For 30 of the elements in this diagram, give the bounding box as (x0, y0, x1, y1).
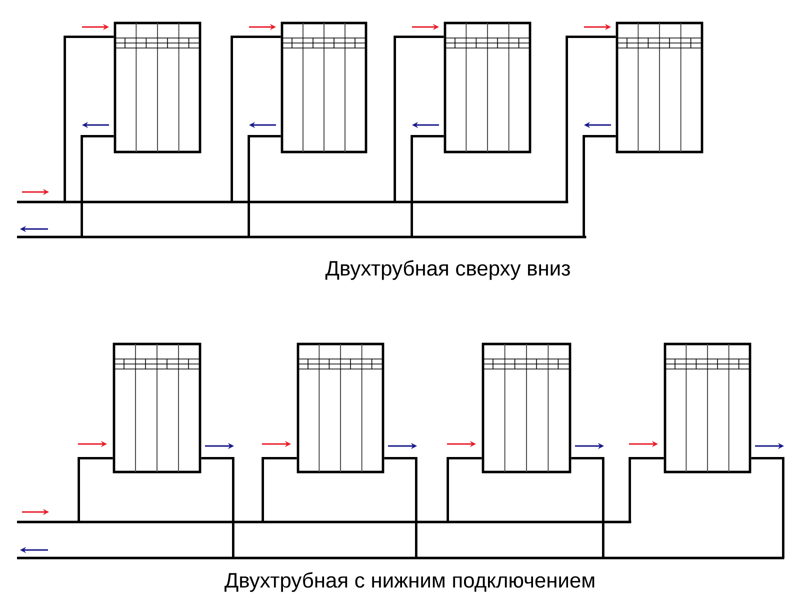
pipe (394, 36, 444, 202)
pipe (64, 36, 114, 202)
radiator (444, 22, 532, 154)
radiator (112, 342, 202, 474)
pipe (17, 200, 568, 204)
pipe (262, 457, 297, 522)
radiator (114, 22, 202, 154)
radiator (296, 342, 384, 474)
pipe (248, 135, 281, 237)
caption: Двухтрубная сверху вниз (325, 260, 570, 280)
pipe (410, 135, 444, 237)
pipe (80, 135, 114, 237)
pipe (78, 457, 113, 522)
radiator (664, 342, 752, 474)
pipe (628, 457, 664, 522)
radiator (280, 22, 368, 154)
pipe (571, 457, 604, 558)
pipe (582, 135, 616, 237)
pipe (230, 36, 281, 202)
radiator (482, 342, 572, 474)
pipe (201, 457, 234, 558)
pipe (446, 457, 482, 522)
pipe (17, 520, 632, 524)
pipe (384, 457, 418, 558)
pipe (566, 36, 616, 202)
radiator (616, 22, 704, 154)
pipe (17, 236, 586, 238)
pipe (751, 457, 784, 558)
caption: Двухтрубная с нижним подключением (224, 572, 594, 592)
pipe (17, 556, 784, 560)
